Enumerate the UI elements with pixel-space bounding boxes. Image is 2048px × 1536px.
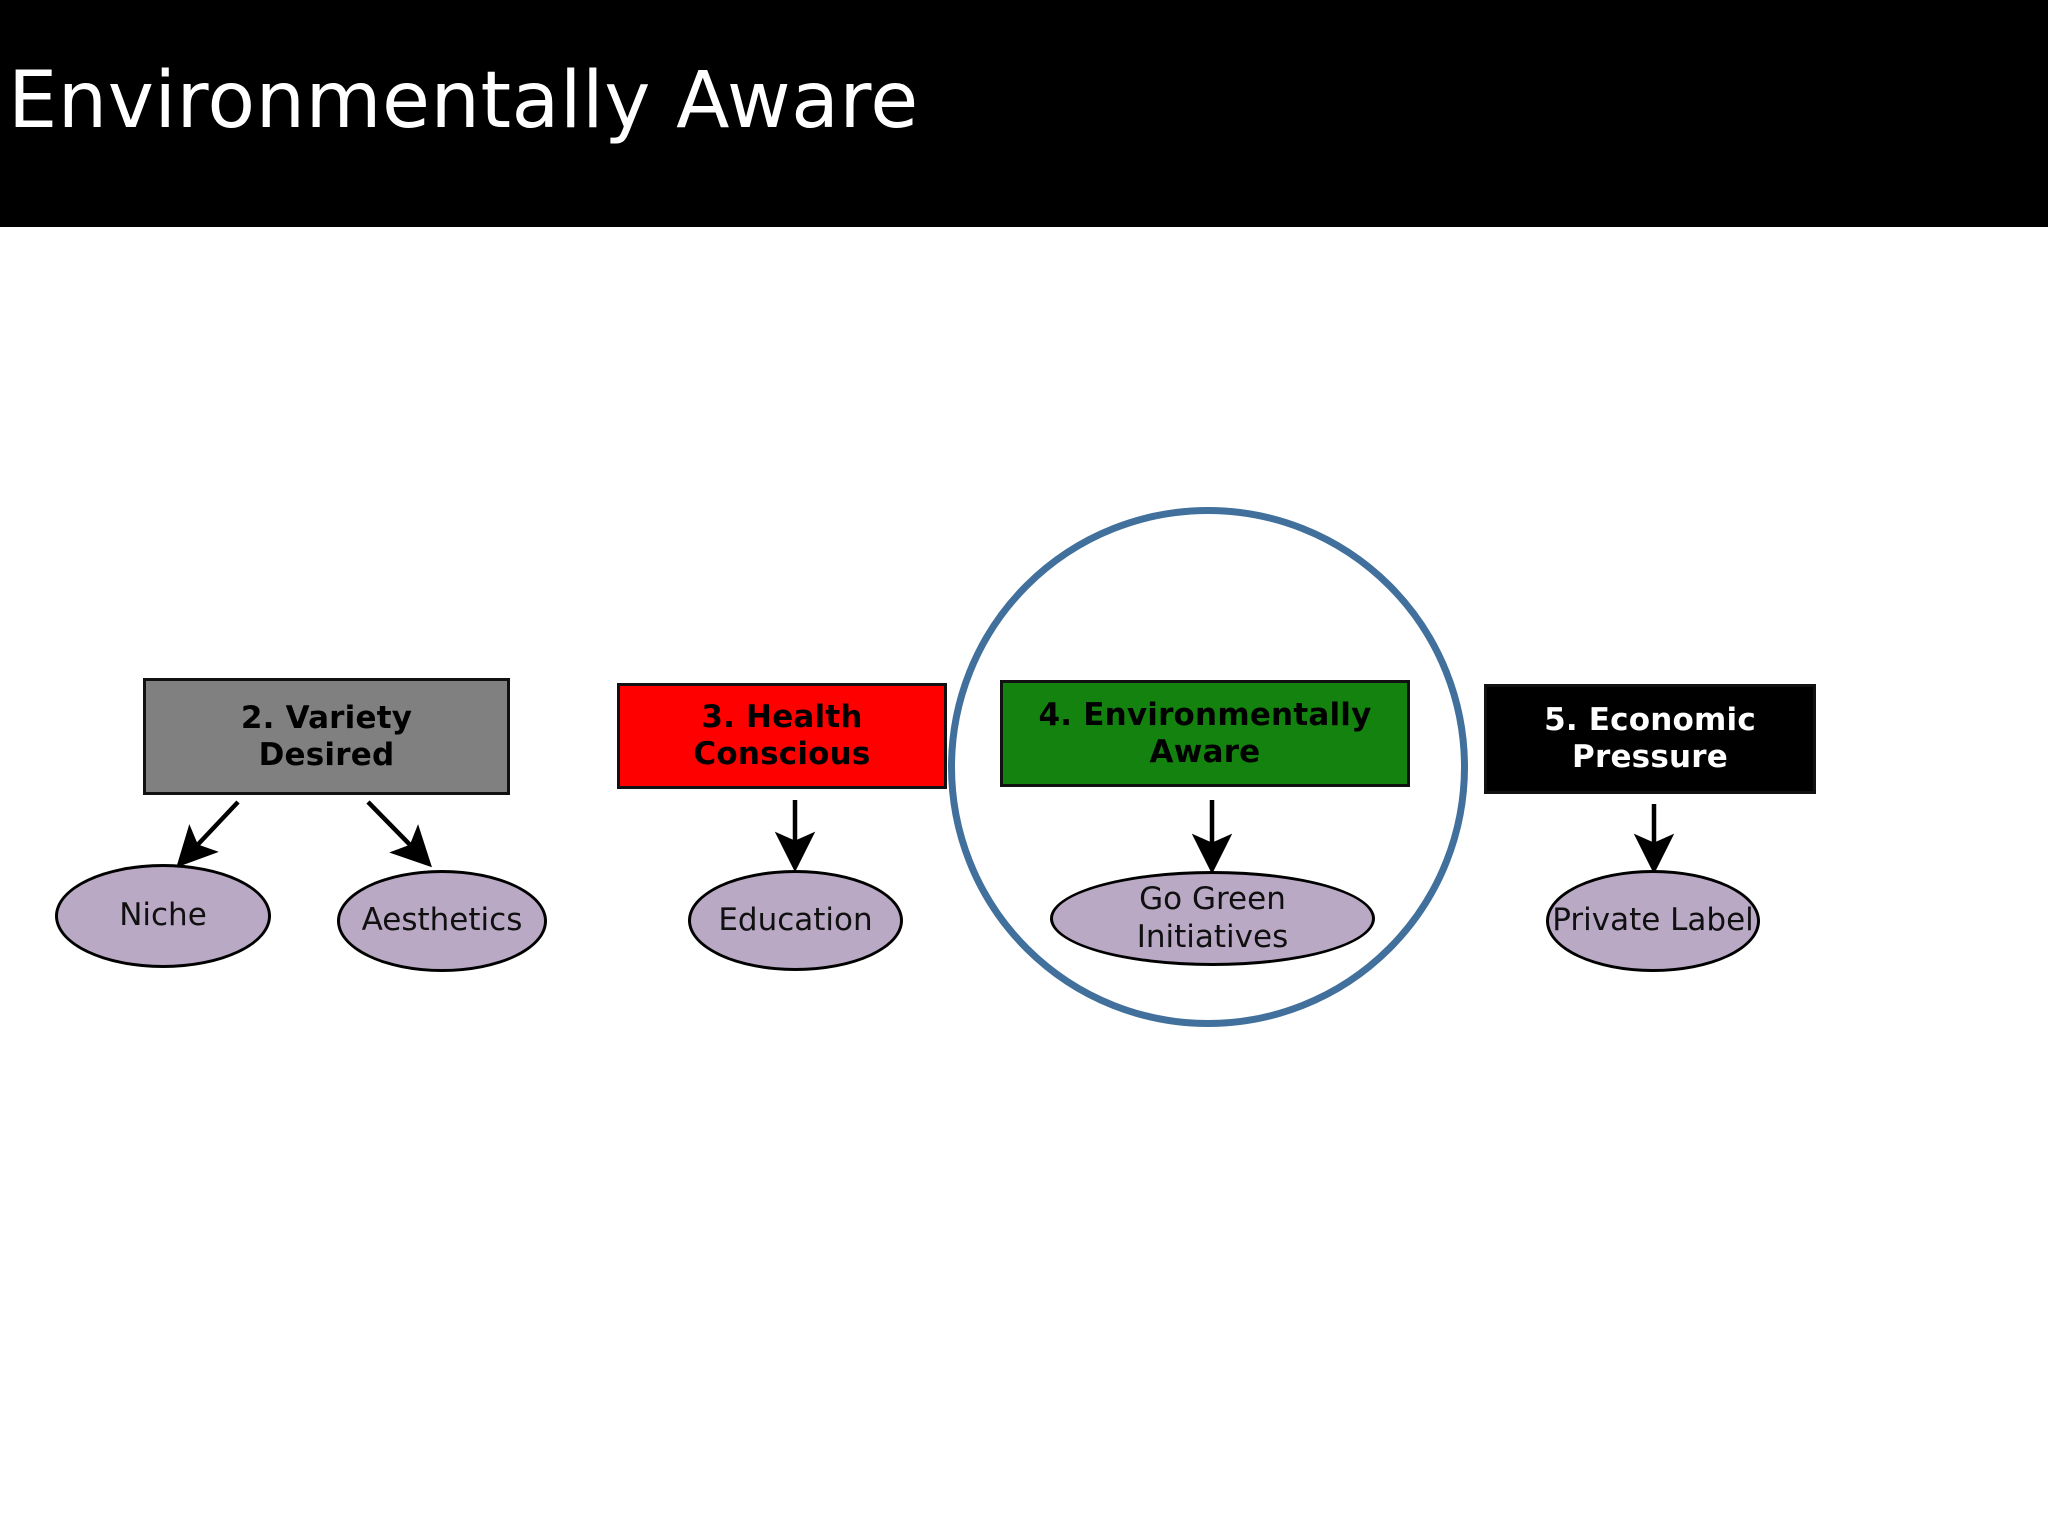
node-ellipse-education[interactable]: Education bbox=[688, 870, 903, 971]
node-label-line2: Initiatives bbox=[1136, 918, 1289, 955]
node-ellipse-private-label[interactable]: Private Label bbox=[1546, 870, 1760, 972]
slide-title-bar: Environmentally Aware bbox=[0, 0, 2048, 227]
node-label-line1: 5. Economic bbox=[1544, 702, 1756, 739]
node-label-line2: Pressure bbox=[1572, 739, 1728, 775]
node-ellipse-gogreen-label: Go Green Initiatives bbox=[1137, 881, 1289, 955]
page-title: Environmentally Aware bbox=[8, 56, 919, 146]
connector-variety-niche bbox=[176, 800, 240, 868]
node-ellipse-private-label-text: Private Label bbox=[1552, 902, 1754, 939]
node-box-economic-label: 5. Economic Pressure bbox=[1544, 702, 1756, 775]
node-box-environ-label: 4. Environmentally Aware bbox=[1038, 697, 1371, 770]
node-ellipse-aesthetics[interactable]: Aesthetics bbox=[337, 870, 547, 972]
connector-variety-aesthetics bbox=[366, 800, 432, 868]
node-ellipse-niche-label: Niche bbox=[119, 897, 207, 934]
node-ellipse-go-green-initiatives[interactable]: Go Green Initiatives bbox=[1050, 871, 1375, 966]
node-ellipse-aesthetics-label: Aesthetics bbox=[361, 902, 523, 939]
node-label-line2: Conscious bbox=[693, 736, 871, 772]
node-ellipse-education-label: Education bbox=[718, 901, 873, 938]
node-box-economic-pressure[interactable]: 5. Economic Pressure bbox=[1484, 684, 1816, 794]
node-label-line1: 4. Environmentally bbox=[1038, 696, 1372, 733]
node-box-environmentally-aware[interactable]: 4. Environmentally Aware bbox=[1000, 680, 1410, 787]
highlight-circle bbox=[948, 507, 1468, 1027]
node-label-line2: Desired bbox=[258, 736, 395, 773]
node-box-health-conscious[interactable]: 3. Health Conscious bbox=[617, 683, 947, 789]
node-label-line1: Go Green bbox=[1139, 881, 1286, 918]
node-label-line1: 2. Variety bbox=[240, 699, 413, 736]
node-ellipse-niche[interactable]: Niche bbox=[55, 864, 271, 968]
node-box-variety-desired[interactable]: 2. Variety Desired bbox=[143, 678, 510, 795]
diagram-canvas: 2. Variety Desired 3. Health Conscious 4… bbox=[0, 227, 2048, 1536]
node-box-variety-label: 2. Variety Desired bbox=[241, 700, 412, 773]
node-label-line1: 3. Health bbox=[701, 699, 863, 736]
node-box-health-label: 3. Health Conscious bbox=[693, 699, 870, 772]
node-label-line2: Aware bbox=[1149, 733, 1261, 770]
